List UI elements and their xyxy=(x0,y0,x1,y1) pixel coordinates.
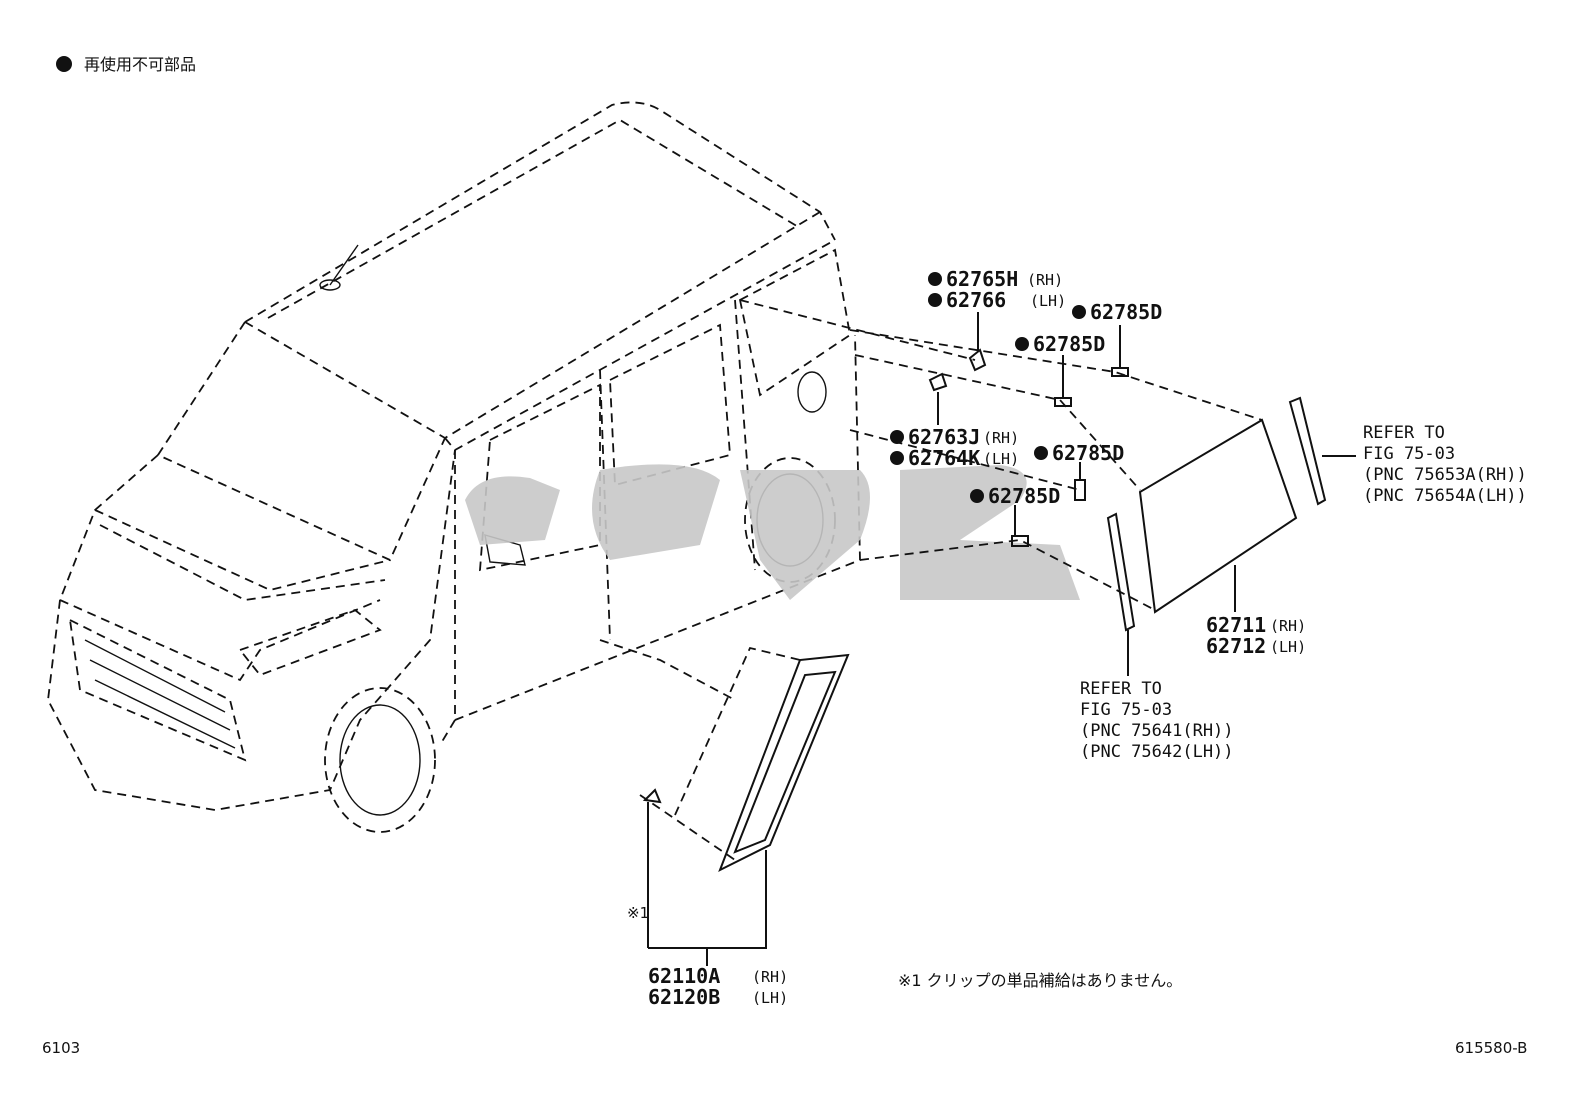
bullet-icon xyxy=(928,272,942,286)
side-62110: (RH) xyxy=(752,968,788,986)
part-number-62785-a: 62785D xyxy=(1090,300,1162,324)
bullet-icon xyxy=(1072,305,1086,319)
label-62712: 62712 (LH) xyxy=(1206,634,1306,658)
label-62785-c: 62785D xyxy=(1034,441,1124,465)
part-number-62765: 62765H xyxy=(946,267,1018,291)
part-clip-62785-b[interactable] xyxy=(1054,355,1072,407)
label-62711: 62711 (RH) xyxy=(1206,613,1306,637)
part-clip-62785-a[interactable] xyxy=(1111,325,1129,377)
bullet-icon xyxy=(1015,337,1029,351)
watermark-logo xyxy=(465,464,1080,600)
part-quarter-glass-62711[interactable] xyxy=(1138,418,1298,614)
part-number-62110: 62110A xyxy=(648,964,720,988)
label-62110: 62110A (RH) xyxy=(648,964,788,988)
legend-text: 再使用不可部品 xyxy=(84,55,196,74)
footnote: ※1 クリップの単品補給はありません。 xyxy=(898,971,1182,990)
label-62764: 62764K (LH) xyxy=(890,446,1019,470)
part-moulding-upper[interactable] xyxy=(1288,396,1356,506)
side-62763: (RH) xyxy=(983,429,1019,447)
part-number-62785-b: 62785D xyxy=(1033,332,1105,356)
side-62711: (RH) xyxy=(1270,617,1306,635)
clip-mark: ※1 xyxy=(627,904,649,922)
svg-text:REFER TO: REFER TO xyxy=(1363,423,1445,443)
part-number-62766: 62766 xyxy=(946,288,1006,312)
side-62120: (LH) xyxy=(752,989,788,1007)
label-62785-d: 62785D xyxy=(970,484,1060,508)
label-62766: 62766 (LH) xyxy=(928,288,1066,312)
svg-text:(PNC 75641(RH)): (PNC 75641(RH)) xyxy=(1080,721,1234,741)
label-62785-a: 62785D xyxy=(1072,300,1162,324)
part-number-62711: 62711 xyxy=(1206,613,1266,637)
part-garnish-62110[interactable] xyxy=(642,646,850,966)
part-clip-62763[interactable] xyxy=(928,372,948,425)
side-62765: (RH) xyxy=(1027,271,1063,289)
label-62765: 62765H (RH) xyxy=(928,267,1063,291)
svg-text:FIG 75-03: FIG 75-03 xyxy=(1080,700,1172,720)
footer-left: 6103 xyxy=(42,1039,80,1057)
bullet-icon xyxy=(970,489,984,503)
vehicle-outline xyxy=(47,101,861,833)
svg-text:FIG 75-03: FIG 75-03 xyxy=(1363,444,1455,464)
footer-right: 615580-B xyxy=(1455,1039,1527,1057)
part-clip-62765[interactable] xyxy=(968,312,987,372)
part-number-62764: 62764K xyxy=(908,446,980,470)
part-clip-62785-c[interactable] xyxy=(1074,462,1086,501)
part-number-62785-d: 62785D xyxy=(988,484,1060,508)
label-62120: 62120B (LH) xyxy=(648,985,788,1009)
svg-text:(PNC 75653A(RH)): (PNC 75653A(RH)) xyxy=(1363,465,1527,485)
label-62785-b: 62785D xyxy=(1015,332,1105,356)
side-62766: (LH) xyxy=(1030,292,1066,310)
bullet-icon xyxy=(890,430,904,444)
refer-note-lower: REFER TO FIG 75-03 (PNC 75641(RH)) (PNC … xyxy=(1080,679,1234,762)
label-62763: 62763J (RH) xyxy=(890,425,1019,449)
bullet-icon xyxy=(1034,446,1048,460)
side-62712: (LH) xyxy=(1270,638,1306,656)
leader-lines xyxy=(599,299,1263,861)
refer-note-upper: REFER TO FIG 75-03 (PNC 75653A(RH)) (PNC… xyxy=(1363,423,1527,506)
svg-text:(PNC 75642(LH)): (PNC 75642(LH)) xyxy=(1080,742,1234,762)
part-number-62785-c: 62785D xyxy=(1052,441,1124,465)
bullet-icon xyxy=(56,56,72,72)
part-number-62712: 62712 xyxy=(1206,634,1266,658)
part-number-62120: 62120B xyxy=(648,985,720,1009)
svg-text:(PNC 75654A(LH)): (PNC 75654A(LH)) xyxy=(1363,486,1527,506)
side-62764: (LH) xyxy=(983,450,1019,468)
part-number-62763: 62763J xyxy=(908,425,980,449)
bullet-icon xyxy=(890,451,904,465)
part-moulding-lower[interactable] xyxy=(1106,512,1136,676)
svg-text:REFER TO: REFER TO xyxy=(1080,679,1162,699)
bullet-icon xyxy=(928,293,942,307)
part-clip-62785-d[interactable] xyxy=(1011,505,1029,547)
